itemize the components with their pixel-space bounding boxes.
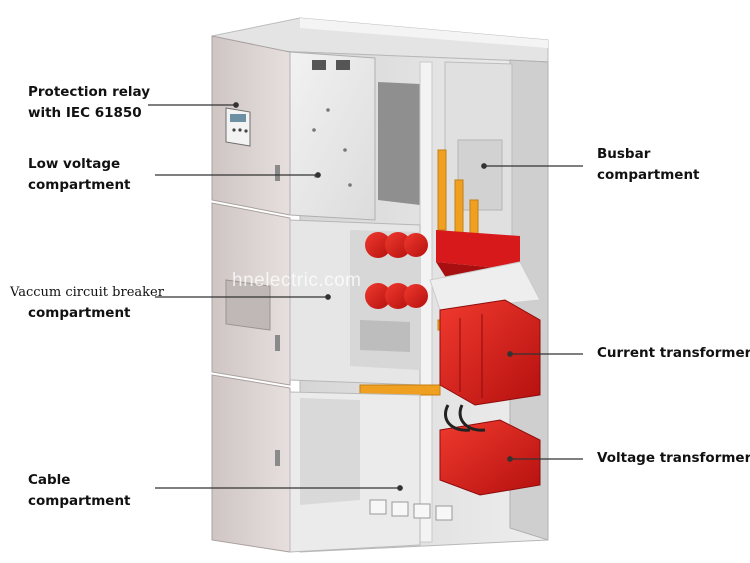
- cable-compartment: [289, 391, 453, 553]
- lv-interior: [378, 82, 420, 205]
- label-vcb: Vaccum circuit breaker compartment: [10, 282, 164, 324]
- leader-dot-cable: [397, 485, 403, 491]
- leader-dot-voltage-transformer: [507, 456, 513, 462]
- label-protection-relay-line1: Protection relay: [28, 84, 151, 100]
- label-cable: Cable compartment: [28, 470, 131, 512]
- label-vcb-line1: Vaccum circuit breaker: [10, 285, 164, 300]
- voltage-transformer-device: [439, 404, 541, 496]
- label-busbar-line2: compartment: [597, 167, 700, 183]
- leader-dot-vcb: [325, 294, 331, 300]
- low-voltage-compartment: [289, 51, 376, 221]
- leader-lines: [148, 102, 583, 491]
- cabinet-doors: [211, 35, 291, 553]
- leader-dot-current-transformer: [507, 351, 513, 357]
- protection-relay-device: [225, 107, 251, 147]
- label-voltage-transformer-line1: Voltage transformer: [597, 450, 750, 466]
- label-protection-relay: Protection relay with IEC 61850: [28, 82, 150, 124]
- label-cable-line1: Cable: [28, 472, 71, 488]
- label-current-transformer-line1: Current transformer: [597, 345, 750, 361]
- label-busbar: Busbar compartment: [597, 144, 700, 186]
- current-transformers: [439, 299, 541, 406]
- label-busbar-line1: Busbar: [597, 146, 651, 162]
- leader-dot-protection-relay: [233, 102, 239, 108]
- watermark: hnelectric.com: [232, 270, 362, 291]
- label-current-transformer: Current transformer: [597, 343, 750, 364]
- label-low-voltage: Low voltage compartment: [28, 154, 131, 196]
- red-insulator: [429, 230, 541, 311]
- label-cable-line2: compartment: [28, 493, 131, 509]
- label-low-voltage-line2: compartment: [28, 177, 131, 193]
- label-low-voltage-line1: Low voltage: [28, 156, 121, 172]
- label-vcb-line2: compartment: [28, 305, 131, 321]
- label-voltage-transformer: Voltage transformer: [597, 448, 750, 469]
- leader-dot-busbar: [481, 163, 487, 169]
- leader-dot-low-voltage: [315, 172, 321, 178]
- vcb-contact-bushings: [365, 232, 428, 309]
- label-protection-relay-line2: with IEC 61850: [28, 105, 142, 121]
